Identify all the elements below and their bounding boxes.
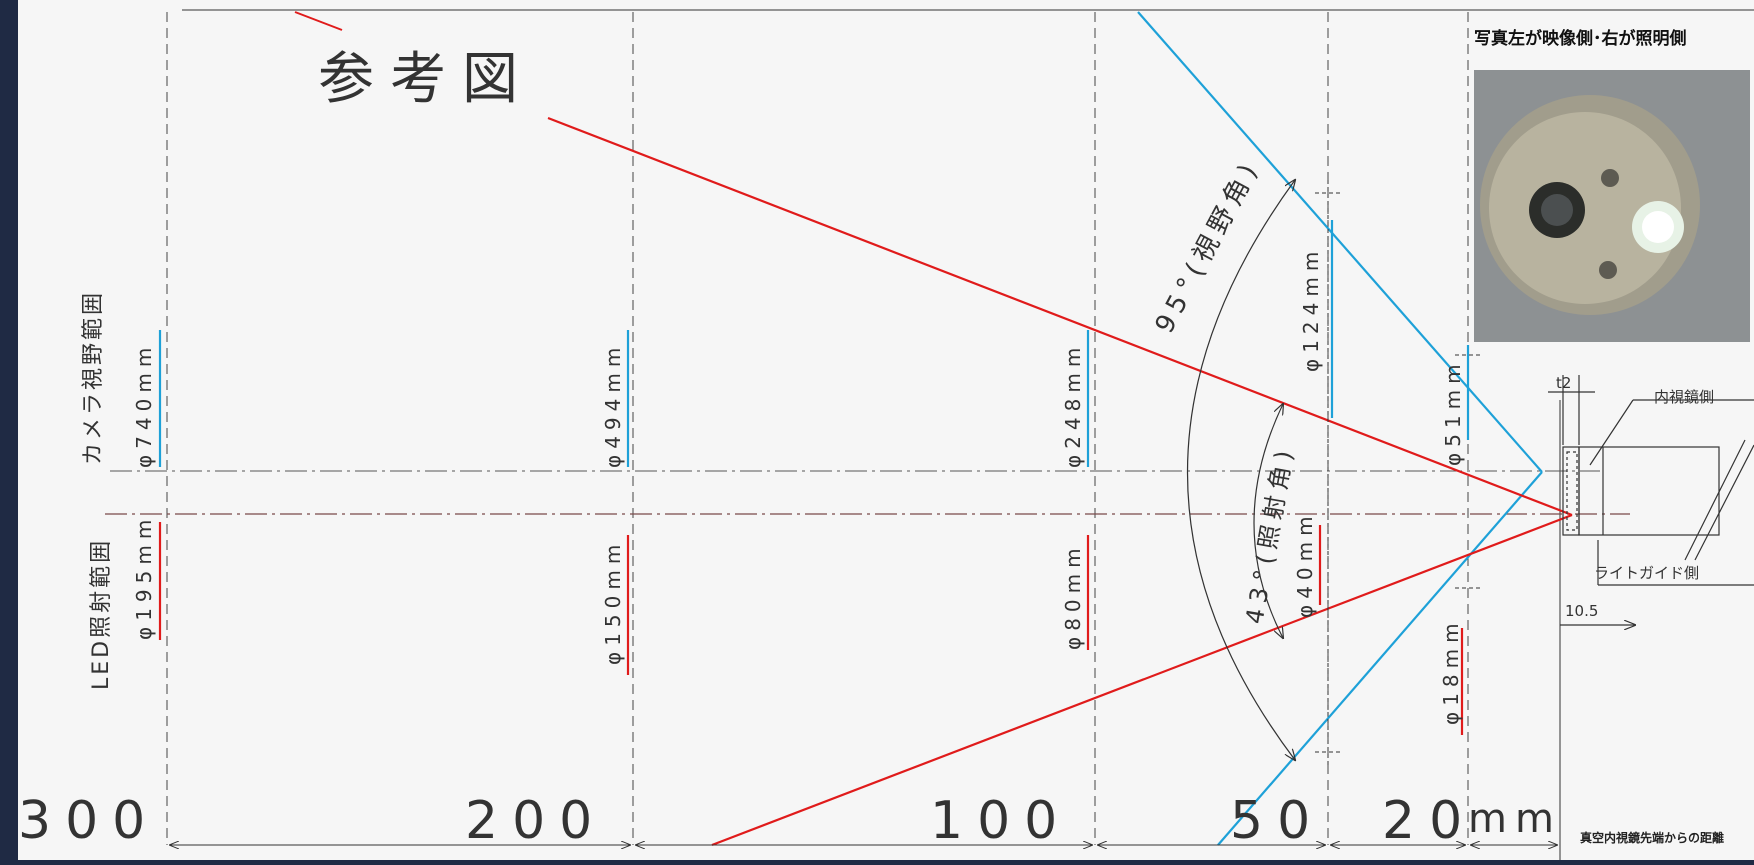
fov-angle-arc <box>1186 180 1296 760</box>
dimension-ticks <box>1315 180 1480 765</box>
camera-range-label: カメラ視野範囲 <box>81 290 106 465</box>
endoscope-tip-drawing <box>1548 375 1754 625</box>
illumination-angle-arc <box>1253 404 1283 638</box>
led-illumination-lines <box>547 116 1573 847</box>
screw-top <box>1601 169 1619 187</box>
camera-lens-ring <box>1541 194 1573 226</box>
endoscope-side-label: 内視鏡側 <box>1654 388 1714 406</box>
distance-caption: 真空内視鏡先端からの距離 <box>1580 830 1724 845</box>
camera-diameter-51: φ51mm <box>1441 358 1465 466</box>
distance-300: 300 <box>18 791 159 851</box>
camera-diameter-740: φ740mm <box>132 342 156 468</box>
distance-50: 50 <box>1230 791 1324 851</box>
led-glow <box>1642 211 1674 243</box>
camera-diameter-494: φ494mm <box>601 342 625 468</box>
camera-diameter-markers <box>158 220 1470 467</box>
thickness-label: t2 <box>1556 374 1571 392</box>
scope-face-inner <box>1489 112 1681 304</box>
camera-diameter-248: φ248mm <box>1061 342 1085 468</box>
camera-lower-line <box>1217 471 1543 846</box>
led-diameter-40: φ40mm <box>1293 510 1317 618</box>
led-lower-line <box>711 513 1573 847</box>
camera-diameter-124: φ124mm <box>1299 246 1323 372</box>
distance-unit: mm <box>1468 796 1562 842</box>
led-range-label: LED照射範囲 <box>89 538 114 690</box>
offset-label: 10.5 <box>1565 602 1598 620</box>
scope-inner-dashed <box>1566 451 1578 531</box>
led-diameter-markers <box>158 522 1464 735</box>
distance-20: 20 <box>1382 791 1476 851</box>
camera-upper-line <box>1137 11 1543 473</box>
distance-100: 100 <box>930 791 1071 851</box>
led-diameter-195: φ195mm <box>132 514 156 640</box>
endoscope-leader <box>1589 399 1634 466</box>
photo-caption: 写真左が映像側･右が照明側 <box>1474 28 1687 49</box>
lightguide-side-label: ライトガイド側 <box>1594 564 1699 582</box>
led-diameter-80: φ80mm <box>1061 542 1085 650</box>
paper <box>18 0 1754 860</box>
led-diameter-150: φ150mm <box>601 539 625 665</box>
scope-break-1 <box>1684 439 1746 561</box>
screw-bottom <box>1599 261 1617 279</box>
led-diameter-18: φ18mm <box>1439 617 1463 725</box>
title-red-tick <box>294 11 343 31</box>
led-upper-line <box>547 116 1573 517</box>
distance-200: 200 <box>465 791 606 851</box>
scope-break-2 <box>1694 444 1754 561</box>
camera-field-lines <box>1137 11 1543 846</box>
diagram-title: 参考図 <box>318 47 534 112</box>
endoscope-photo <box>1474 70 1750 342</box>
